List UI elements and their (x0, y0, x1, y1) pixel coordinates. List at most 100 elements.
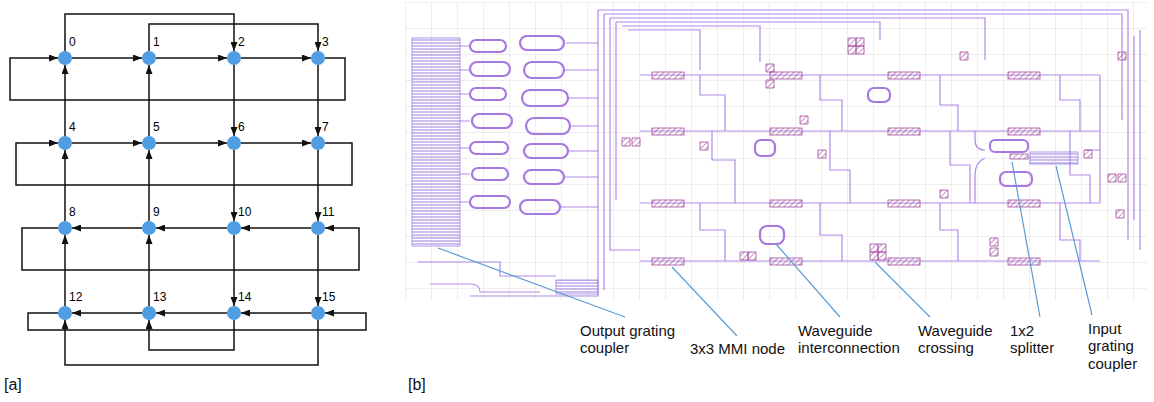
graph-node: 15 (311, 306, 325, 320)
graph-node: 9 (142, 221, 156, 235)
grating-array (556, 280, 598, 294)
ring (522, 90, 568, 106)
ring (520, 200, 560, 214)
mmi-node (770, 200, 802, 207)
ring (472, 114, 512, 128)
callout-label: Output grating coupler (580, 322, 688, 357)
ring (524, 62, 564, 78)
node-number: 5 (153, 121, 160, 133)
ring (470, 40, 506, 52)
ring (526, 118, 570, 134)
node-number: 9 (153, 206, 160, 218)
mmi-node (1008, 200, 1040, 207)
callout-label: 3x3 MMI node (690, 340, 785, 357)
mmi-node (888, 258, 920, 265)
mmi-node (770, 128, 802, 135)
graph-node: 11 (311, 221, 325, 235)
splitter (1010, 154, 1028, 159)
callout-label: Input grating coupler (1088, 320, 1150, 372)
mmi-node (652, 258, 684, 265)
waveguides (418, 10, 1140, 296)
node-number: 13 (153, 291, 166, 303)
mmi-nodes (652, 72, 1040, 265)
graph-link (10, 58, 345, 100)
graph-link (241, 312, 311, 314)
waveguide-crossings (622, 38, 1126, 260)
graph-node: 3 (311, 51, 325, 65)
node-number: 10 (238, 206, 251, 218)
node-number: 15 (322, 291, 335, 303)
ring (755, 140, 775, 156)
ring-resonators (470, 36, 1032, 244)
mmi-node (888, 128, 920, 135)
output-grating-array (412, 38, 460, 246)
node-number: 1 (153, 36, 160, 48)
graph-link (156, 227, 227, 229)
mmi-node (1008, 258, 1040, 265)
node-number: 0 (69, 36, 76, 48)
graph-node: 10 (227, 221, 241, 235)
node-number: 11 (322, 206, 334, 218)
graph-link (72, 227, 142, 229)
ring (470, 142, 508, 154)
graph-link (72, 142, 142, 144)
graph-link (156, 57, 227, 59)
ring (470, 196, 510, 208)
graph-node: 6 (227, 136, 241, 150)
graph-link (72, 57, 142, 59)
mmi-node (888, 200, 920, 207)
node-number: 3 (322, 36, 329, 48)
graph-link (65, 320, 318, 365)
graph-link (149, 24, 318, 51)
ring (760, 226, 784, 244)
ring (470, 62, 510, 76)
layout-grid (405, 2, 1147, 300)
node-number: 14 (238, 291, 251, 303)
ring (524, 170, 564, 184)
node-number: 7 (322, 121, 329, 133)
graph-node: 1 (142, 51, 156, 65)
node-number: 2 (238, 36, 245, 48)
mmi-node (652, 128, 684, 135)
graph-node: 4 (58, 136, 72, 150)
mmi-node (1008, 128, 1040, 135)
graph-node: 12 (58, 306, 72, 320)
node-number: 4 (69, 121, 76, 133)
graph-node: 2 (227, 51, 241, 65)
graph-node: 13 (142, 306, 156, 320)
graph-link (72, 312, 142, 314)
ring (868, 88, 890, 102)
graph-node: 0 (58, 51, 72, 65)
ring (472, 168, 508, 180)
graph-link (241, 142, 311, 144)
graph-node: 5 (142, 136, 156, 150)
ring (524, 144, 568, 158)
callout-label: 1x2 splitter (1010, 322, 1080, 357)
graph-link (156, 142, 227, 144)
panel-tag: [a] (4, 376, 22, 394)
panel-tag: [b] (408, 376, 426, 394)
callout-label: Waveguide interconnection (798, 322, 910, 357)
graph-link (241, 227, 311, 229)
graph-node: 8 (58, 221, 72, 235)
mmi-node (770, 258, 802, 265)
mmi-node (652, 200, 684, 207)
node-number: 12 (69, 291, 82, 303)
ring (520, 36, 564, 50)
graph-link (22, 228, 359, 270)
graph-link (156, 312, 227, 314)
mmi-node (652, 72, 684, 79)
node-number: 8 (69, 206, 76, 218)
mmi-node (888, 72, 920, 79)
graph-node: 7 (311, 136, 325, 150)
node-number: 6 (238, 121, 245, 133)
mmi-node (770, 72, 802, 79)
ring (470, 88, 506, 100)
leader-lines (438, 162, 1092, 336)
graph-node: 14 (227, 306, 241, 320)
callout-label: Waveguide crossing (918, 322, 1004, 357)
input-grating (1030, 152, 1078, 164)
